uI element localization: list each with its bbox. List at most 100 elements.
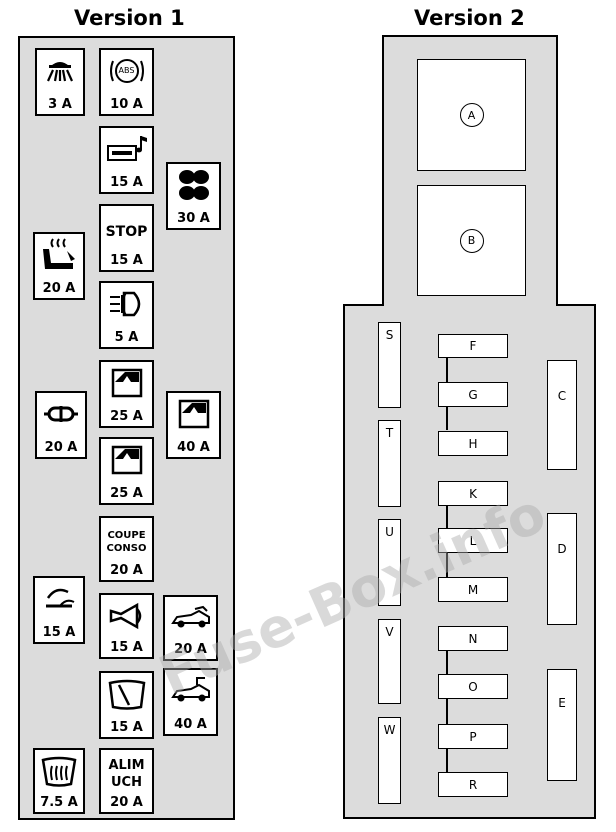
- wiper-icon: [101, 676, 152, 712]
- abs-icon: [101, 53, 152, 89]
- fuse-k: K: [438, 481, 508, 506]
- fuse-l-label: L: [469, 533, 477, 548]
- fuse-w-label: W: [383, 723, 396, 737]
- relay-b: B: [417, 185, 526, 296]
- fuse-w: W: [378, 717, 401, 804]
- version-2-title: Version 2: [414, 6, 525, 30]
- cigarette-lighter-icon: [37, 396, 85, 432]
- fuse-amp: 20 A: [110, 795, 143, 810]
- fuse-f: F: [438, 334, 508, 358]
- fuse-g: G: [438, 382, 508, 407]
- fuse-amp: 20 A: [44, 440, 78, 455]
- fuse-amp: 40 A: [174, 717, 207, 732]
- fuse-c: C: [547, 360, 577, 470]
- fuse-amp: 5 A: [114, 330, 139, 345]
- fuse-amp: 20 A: [110, 563, 143, 578]
- fog-light-icon: [101, 286, 152, 322]
- fuse-u-label: U: [385, 525, 394, 539]
- relay-a-label: A: [459, 103, 484, 127]
- fuse-amp: 40 A: [177, 440, 210, 455]
- fuse-roof-2: 40 A: [163, 668, 218, 736]
- bus-line: [446, 650, 448, 773]
- fuse-v: V: [378, 619, 401, 704]
- uch-label: UCH: [111, 775, 142, 790]
- interior-light-icon: [37, 53, 83, 89]
- fuse-r-label: R: [468, 777, 478, 792]
- fuse-amp: 25 A: [110, 409, 143, 424]
- fuse-abs: ABS 10 A: [99, 48, 154, 116]
- coupe-label: COUPE: [107, 530, 146, 541]
- conso-label: CONSO: [106, 543, 147, 554]
- fuse-h: H: [438, 431, 508, 456]
- fuse-n-label: N: [468, 631, 478, 646]
- fuse-amp: 20 A: [42, 281, 76, 296]
- fuse-wiper: 15 A: [99, 671, 154, 739]
- fuse-p-label: P: [469, 729, 477, 744]
- power-window-icon: [101, 442, 152, 478]
- fuse-fog-light: 5 A: [99, 281, 154, 349]
- fuse-amp: 15 A: [110, 175, 143, 190]
- fuse-window-2: 25 A: [99, 437, 154, 505]
- fuse-amp: 15 A: [110, 253, 143, 268]
- fuse-o: O: [438, 674, 508, 699]
- fuse-horn: 15 A: [99, 593, 154, 659]
- fuse-fan: 30 A: [166, 162, 221, 230]
- alim-label: ALIM: [108, 758, 145, 773]
- horn-icon: [101, 598, 152, 634]
- abs-label: ABS: [118, 66, 135, 75]
- fuse-amp: 25 A: [110, 486, 143, 501]
- radio-icon: [101, 131, 152, 167]
- convertible-car-icon: [165, 600, 216, 636]
- fuse-alim-uch: ALIM UCH 20 A: [99, 748, 154, 814]
- fan-icon: [168, 167, 219, 203]
- relay-b-label: B: [459, 228, 484, 253]
- fuse-window-1: 25 A: [99, 360, 154, 428]
- fuse-e: E: [547, 669, 577, 781]
- fuse-l: L: [438, 528, 508, 553]
- fuse-g-label: G: [468, 387, 478, 402]
- fuse-e-label: E: [558, 696, 566, 710]
- fuse-radio: 15 A: [99, 126, 154, 194]
- fuse-amp: 30 A: [177, 211, 210, 226]
- fuse-m-label: M: [467, 582, 479, 597]
- fuse-h-label: H: [468, 436, 478, 451]
- fuse-f-label: F: [469, 339, 477, 353]
- version-1-title: Version 1: [74, 6, 185, 30]
- fuse-m: M: [438, 577, 508, 602]
- fuse-window-rear: 40 A: [166, 391, 221, 459]
- fuse-r: R: [438, 772, 508, 797]
- fuse-rear-defrost: 7.5 A: [33, 748, 85, 814]
- stop-label: STOP: [105, 224, 148, 240]
- convertible-roof-icon: [165, 673, 216, 709]
- fuse-roof-1: 20 A: [163, 595, 218, 661]
- washer-icon: [35, 581, 83, 617]
- fuse-v-label: V: [385, 625, 394, 639]
- seat-heater-icon: [35, 237, 83, 273]
- fuse-amp: 10 A: [110, 97, 143, 112]
- fuse-p: P: [438, 724, 508, 749]
- relay-a: A: [417, 59, 526, 171]
- fuse-wiper-washer: 15 A: [33, 576, 85, 644]
- fuse-amp: 7.5 A: [40, 795, 78, 810]
- fuse-t: T: [378, 420, 401, 507]
- fuse-u: U: [378, 519, 401, 606]
- fuse-o-label: O: [468, 679, 478, 694]
- power-window-icon: [101, 365, 152, 401]
- fuse-amp: 3 A: [48, 97, 72, 112]
- fuse-coupe-conso: COUPE CONSO 20 A: [99, 516, 154, 582]
- fuse-t-label: T: [385, 426, 394, 440]
- fuse-n: N: [438, 626, 508, 651]
- fuse-k-label: K: [469, 486, 477, 501]
- fuse-c-label: C: [557, 389, 567, 403]
- fuse-s-label: S: [385, 328, 394, 342]
- fuse-amp: 15 A: [42, 625, 76, 640]
- fuse-interior-light: 3 A: [35, 48, 85, 116]
- fuse-seat-heater: 20 A: [33, 232, 85, 300]
- fuse-s: S: [378, 322, 401, 408]
- rear-defrost-icon: [35, 753, 83, 789]
- fuse-amp: 15 A: [110, 640, 143, 655]
- power-window-icon: [168, 396, 219, 432]
- fuse-d-label: D: [557, 542, 567, 556]
- fuse-stop: STOP 15 A: [99, 204, 154, 272]
